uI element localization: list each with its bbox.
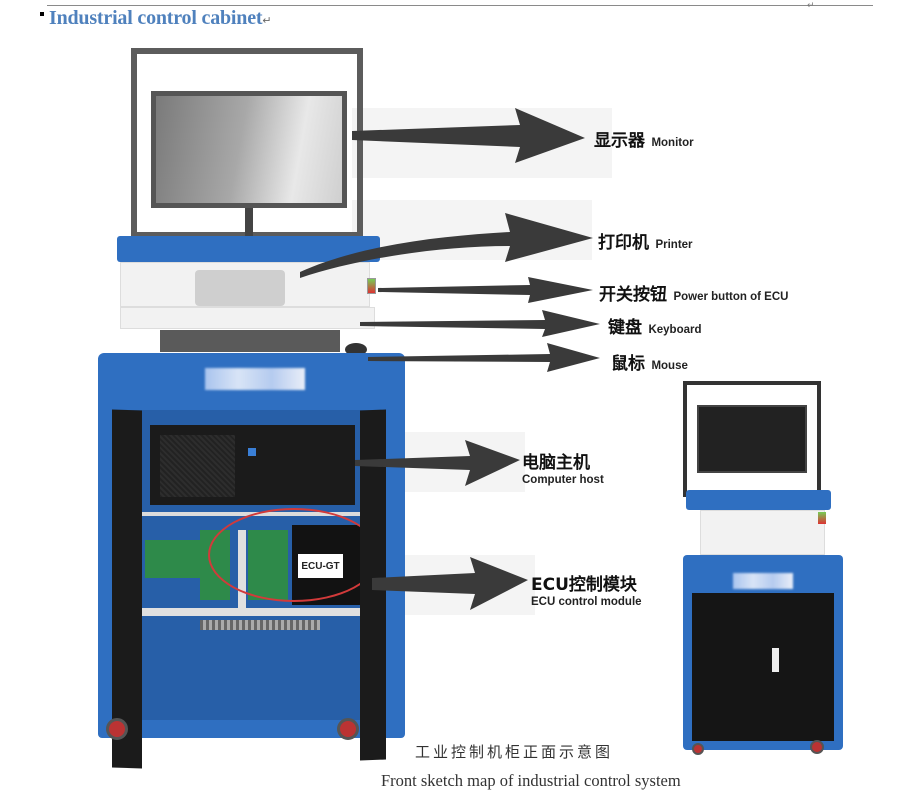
monitor-stand: [245, 208, 253, 236]
callout-keyboard: 键盘 Keyboard: [608, 313, 702, 338]
paragraph-mark: ↵: [262, 15, 272, 27]
caster-wheel: [810, 740, 824, 754]
callout-power: 开关按钮 Power button of ECU: [599, 280, 788, 305]
arrow-icon: [352, 108, 585, 163]
callout-cn: 打印机: [598, 233, 649, 253]
arrow-icon: [360, 310, 600, 337]
callout-cn: 电脑主机: [522, 453, 590, 473]
callout-cn: 显示器: [594, 131, 645, 151]
callout-cn: 键盘: [608, 318, 642, 338]
power-button: [818, 512, 826, 524]
callout-en: Mouse: [651, 360, 688, 372]
top-shelf: [117, 236, 380, 262]
keyboard-shelf: [120, 307, 375, 329]
terminal-block: [200, 620, 320, 630]
printer-image: [195, 270, 285, 306]
blurred-logo: [205, 368, 305, 390]
host-power-indicator: [248, 448, 256, 456]
printer-bay: [700, 510, 825, 555]
callout-en: Power button of ECU: [673, 291, 789, 303]
callout-mouse: 鼠标 Mouse: [611, 349, 688, 374]
caster-wheel: [337, 718, 359, 740]
arrow-icon: [355, 440, 520, 486]
bullet-icon: [40, 12, 44, 16]
keyboard-tray: [160, 330, 340, 352]
section-heading: Industrial control cabinet↵: [49, 7, 272, 30]
terminal-rail: [140, 608, 370, 616]
top-border-line: [47, 5, 873, 6]
figure-caption-cn: 工业控制机柜正面示意图: [415, 743, 614, 761]
blurred-logo: [733, 573, 793, 589]
power-button: [367, 278, 376, 294]
figure-caption-en: Front sketch map of industrial control s…: [381, 771, 681, 790]
callout-en: Computer host: [522, 474, 604, 486]
closed-door: [692, 593, 834, 741]
top-shelf: [686, 490, 831, 510]
callout-ecu: ECU控制模块 ECU control module: [531, 570, 642, 608]
callout-en: Printer: [655, 239, 693, 251]
mouse-image: [345, 343, 367, 356]
callout-printer: 打印机 Printer: [598, 228, 693, 253]
callout-monitor: 显示器 Monitor: [594, 126, 694, 151]
callout-en: Keyboard: [648, 324, 702, 336]
host-vent: [160, 435, 235, 497]
arrow-icon: [300, 213, 593, 278]
monitor-image: [151, 91, 347, 208]
callout-cn: ECU控制模块: [531, 575, 637, 595]
caster-wheel: [692, 743, 704, 755]
callout-host: 电脑主机 Computer host: [522, 448, 604, 486]
paragraph-mark: ↵: [807, 0, 815, 10]
pcb-board: [145, 540, 200, 578]
callout-en: ECU control module: [531, 596, 642, 608]
callout-en: Monitor: [651, 137, 694, 149]
caster-wheel: [106, 718, 128, 740]
door-handle: [772, 648, 779, 672]
arrow-icon: [378, 277, 593, 303]
callout-cn: 鼠标: [611, 354, 645, 374]
callout-cn: 开关按钮: [599, 285, 667, 305]
monitor-image: [697, 405, 807, 473]
arrow-icon: [368, 343, 600, 372]
arrow-icon: [372, 557, 528, 610]
heading-text: Industrial control cabinet: [49, 7, 263, 29]
